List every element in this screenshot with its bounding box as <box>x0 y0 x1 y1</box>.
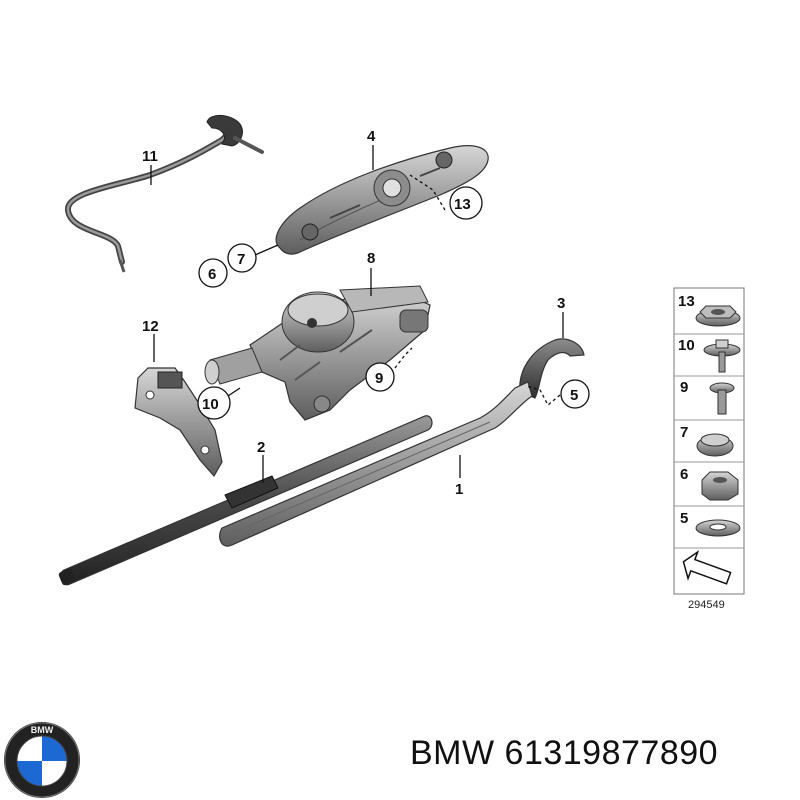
part-caption: BMW 61319877890 <box>410 734 718 773</box>
callout-12: 12 <box>142 318 159 335</box>
callout-9: 9 <box>375 370 383 387</box>
legend-label-7: 7 <box>680 424 688 441</box>
wiper-bracket <box>134 367 223 478</box>
brand-name: BMW <box>410 734 495 772</box>
callout-10: 10 <box>202 396 219 413</box>
bmw-logo-icon: BMW <box>4 722 80 798</box>
hardware-legend: 13 10 9 7 6 5 <box>673 287 745 611</box>
callout-8: 8 <box>367 250 375 267</box>
callout-5: 5 <box>570 387 578 404</box>
legend-label-13: 13 <box>678 293 695 310</box>
callout-3: 3 <box>557 295 565 312</box>
washer-icon <box>695 519 741 537</box>
cap-icon <box>696 433 734 457</box>
callout-6: 6 <box>208 266 216 283</box>
legend-label-10: 10 <box>678 337 695 354</box>
hex-nut-icon <box>701 471 739 501</box>
logo-letters: BMW <box>31 725 54 735</box>
diagram-reference-number: 294549 <box>688 599 725 611</box>
bolt-washer-icon <box>703 339 741 373</box>
bolt-icon <box>709 382 735 415</box>
direction-arrow-icon <box>682 550 732 585</box>
legend-label-9: 9 <box>680 379 688 396</box>
wiper-blade <box>58 415 433 586</box>
wiper-motor <box>204 285 431 421</box>
part-number: 61319877890 <box>504 734 719 772</box>
legend-label-5: 5 <box>680 510 688 527</box>
callout-13: 13 <box>454 196 471 213</box>
callout-11: 11 <box>142 148 158 165</box>
callout-2: 2 <box>257 439 265 456</box>
wiper-cover <box>275 145 489 255</box>
callout-1: 1 <box>455 481 463 498</box>
callout-7: 7 <box>237 251 245 268</box>
washer-nozzle <box>519 338 585 399</box>
callout-4: 4 <box>367 128 376 145</box>
wiper-arm <box>219 381 533 547</box>
washer-hose <box>65 115 264 273</box>
legend-label-6: 6 <box>680 466 688 483</box>
flange-nut-icon <box>695 305 741 327</box>
callout-labels: 4 11 8 12 3 2 1 6 7 13 9 10 5 <box>142 128 590 498</box>
